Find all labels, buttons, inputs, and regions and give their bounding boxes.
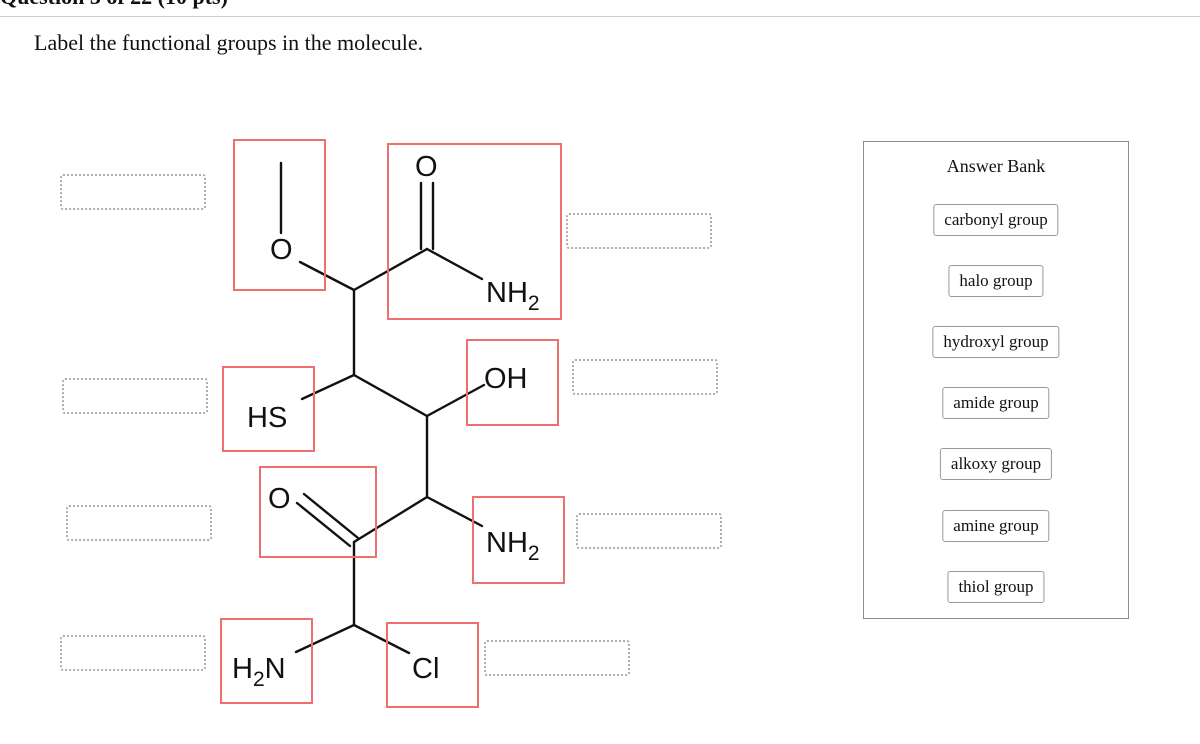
bond-backbone-2 [352, 373, 429, 418]
hotspot-thiol[interactable] [222, 366, 315, 452]
bond-co-mid-a [295, 501, 352, 548]
drop-target-halo[interactable] [484, 640, 630, 676]
atom-carbonyl-o-mid: O [268, 483, 291, 515]
header-divider [0, 16, 1200, 17]
answer-chip-carbonyl[interactable]: carbonyl group [933, 204, 1059, 236]
answer-chip-thiol[interactable]: thiol group [947, 571, 1045, 603]
hotspot-amine-bottom[interactable] [220, 618, 313, 704]
answer-chip-alkoxy[interactable]: alkoxy group [939, 448, 1053, 480]
hotspot-amide[interactable] [387, 143, 562, 320]
bond-o-ch [298, 260, 356, 292]
drop-target-amide[interactable] [566, 213, 712, 249]
atom-amide-n-top: NH2 [486, 277, 540, 315]
atom-carbonyl-o-top: O [415, 151, 438, 183]
answer-chip-hydroxyl[interactable]: hydroxyl group [932, 326, 1060, 358]
bond-ch-carbonyl [352, 247, 429, 292]
question-title: Question 3 of 22 (10 pts) [0, 0, 228, 9]
hotspot-carbonyl[interactable] [259, 466, 377, 558]
answer-bank-title: Answer Bank [946, 156, 1046, 176]
bond-c-sh [300, 373, 356, 401]
instructions-text: Label the functional groups in the molec… [34, 30, 424, 55]
hotspot-amine-mid[interactable] [472, 496, 565, 584]
hotspot-hydroxyl[interactable] [466, 339, 559, 426]
hotspot-halo[interactable] [386, 622, 479, 708]
atom-methoxy-o: O [270, 234, 293, 266]
hotspot-alkoxy[interactable] [233, 139, 326, 291]
answer-bank: Answer Bank carbonyl group halo group hy… [863, 141, 1129, 619]
answer-chip-amide[interactable]: amide group [942, 387, 1050, 419]
drop-target-amine-bottom[interactable] [60, 635, 206, 671]
bond-co-mid-b [302, 492, 360, 540]
bond-c-nh2 [425, 247, 484, 281]
drop-target-thiol[interactable] [62, 378, 208, 414]
atom-halo-cl: Cl [412, 653, 439, 685]
atom-hydroxyl-oh: OH [484, 363, 528, 395]
drop-target-hydroxyl[interactable] [572, 359, 718, 395]
bond-backbone-4 [352, 495, 429, 544]
bond-c-h2n [294, 623, 356, 654]
answer-chip-halo[interactable]: halo group [948, 265, 1044, 297]
atom-thiol-hs: HS [247, 402, 287, 434]
bond-c-cl [352, 623, 411, 655]
drop-target-carbonyl[interactable] [66, 505, 212, 541]
drop-target-alkoxy[interactable] [60, 174, 206, 210]
answer-chip-amine[interactable]: amine group [942, 510, 1050, 542]
drop-target-amine-mid[interactable] [576, 513, 722, 549]
atom-amine-n-bottom: H2N [232, 653, 286, 691]
atom-amine-n-mid: NH2 [486, 527, 540, 565]
bond-c-oh [425, 383, 486, 418]
